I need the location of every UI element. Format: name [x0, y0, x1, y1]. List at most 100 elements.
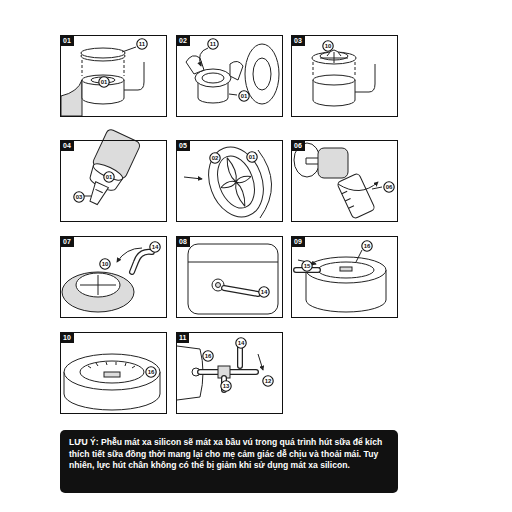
step-6-art — [294, 143, 382, 219]
step-10-art-part — [88, 362, 135, 368]
callout-circle: 06 — [383, 181, 395, 193]
step-8-art — [188, 244, 278, 314]
step-number: 05 — [176, 140, 190, 151]
step-panel: 071410 — [60, 236, 167, 318]
callout-number: 06 — [383, 181, 395, 193]
callout-outline — [203, 351, 213, 361]
step-number: 03 — [291, 35, 305, 46]
step-11-art-part — [238, 346, 242, 366]
callout-number: 03 — [73, 191, 85, 203]
step-5-art-part — [184, 177, 202, 179]
step-number: 06 — [291, 140, 305, 151]
callout-outline — [263, 376, 273, 386]
callout-circle: 11 — [136, 38, 148, 50]
callout-outline — [247, 152, 257, 162]
callout-number: 01 — [238, 90, 250, 102]
step-panel: 09 16 15 — [291, 236, 398, 318]
callout-outline — [99, 77, 109, 87]
step-7-art — [62, 248, 152, 312]
step-number: 08 — [176, 236, 190, 247]
step-1-art-part — [124, 60, 125, 76]
step-8-art-part — [224, 288, 258, 294]
callout-outline — [100, 259, 110, 269]
callout-circle: 14 — [149, 241, 161, 253]
step-1-art — [61, 47, 144, 116]
step-panel: 03 10 — [291, 35, 398, 117]
callout-circle: 12 — [262, 375, 274, 387]
step-6-art-part-part — [337, 173, 376, 219]
callout-number: 11 — [136, 38, 148, 50]
step-10-art — [64, 354, 160, 410]
callout-outline — [221, 381, 231, 391]
step-1-art-part — [122, 47, 136, 52]
callout-outline — [210, 153, 220, 163]
step-number: 04 — [60, 140, 74, 151]
callout-number: 02 — [209, 152, 221, 164]
step-11-art — [177, 346, 263, 400]
callout-outline — [259, 287, 269, 297]
step-1-art-part — [82, 60, 83, 76]
step-4-art-part-part — [91, 161, 124, 184]
callout-circle: 01 — [246, 151, 258, 163]
callout-number: 10 — [322, 40, 334, 52]
step-11-art-part — [258, 354, 263, 370]
step-1-art-part — [124, 62, 144, 90]
step-3-art-part — [355, 62, 356, 76]
callout-circle: 01 — [103, 171, 115, 183]
step-panel: 05 02 01 — [176, 140, 283, 222]
callout-number: 11 — [207, 38, 219, 50]
step-9-art — [296, 250, 386, 312]
callout-circle: 14 — [258, 286, 270, 298]
step-panel: 06 06 — [291, 140, 398, 222]
step-9-art-part — [340, 267, 352, 271]
callout-circle: 14 — [235, 337, 247, 349]
step-6-art-part-part — [342, 191, 354, 208]
callout-number: 16 — [202, 350, 214, 362]
callout-circle: 11 — [207, 38, 219, 50]
step-3-art-part — [312, 52, 356, 64]
callout-circle: 16 — [202, 350, 214, 362]
step-6-art-part — [338, 182, 378, 191]
callout-number: 14 — [258, 286, 270, 298]
step-11-art-part — [237, 346, 243, 366]
callout-number: 12 — [262, 375, 274, 387]
callout-circle: 16 — [361, 240, 373, 252]
step-9-art-part — [356, 250, 362, 262]
step-10-art-part — [64, 354, 160, 390]
step-3-art-part — [320, 52, 348, 63]
callout-number: 15 — [301, 260, 313, 272]
step-number: 01 — [60, 35, 74, 46]
callout-number: 16 — [145, 366, 157, 378]
step-7-art-part — [62, 272, 134, 312]
callout-outline — [208, 39, 218, 49]
step-panel: 1114161312 — [176, 332, 283, 414]
callout-circle: 02 — [209, 152, 221, 164]
callout-number: 10 — [99, 258, 111, 270]
callout-outline — [384, 182, 394, 192]
step-8-art-part — [224, 288, 258, 294]
step-4-art-part-part — [87, 182, 108, 206]
step-5-art-part-part — [199, 139, 272, 224]
step-2-art-part — [202, 73, 224, 83]
callout-circle: 15 — [301, 260, 313, 272]
step-7-art-part — [80, 275, 116, 295]
step-1-art-part — [61, 80, 82, 116]
note-box: LƯU Ý: Phễu mát xa silicon sẽ mát xa bầu… — [60, 430, 398, 493]
callout-outline — [362, 241, 372, 251]
callout-outline — [236, 338, 246, 348]
callout-circle: 03 — [73, 191, 85, 203]
step-6-art-part — [337, 173, 376, 219]
callout-outline — [137, 39, 147, 49]
step-5-art-part-part — [211, 151, 261, 213]
step-2-art — [186, 44, 279, 104]
step-4-art-part-part — [95, 189, 102, 192]
step-2-art-part — [186, 56, 204, 74]
step-6-art-part — [372, 187, 382, 189]
step-7-art-part — [117, 248, 142, 262]
step-3-art-part — [355, 64, 375, 92]
step-number: 09 — [291, 236, 305, 247]
callout-number: 01 — [246, 151, 258, 163]
step-10-art-part — [80, 361, 144, 383]
